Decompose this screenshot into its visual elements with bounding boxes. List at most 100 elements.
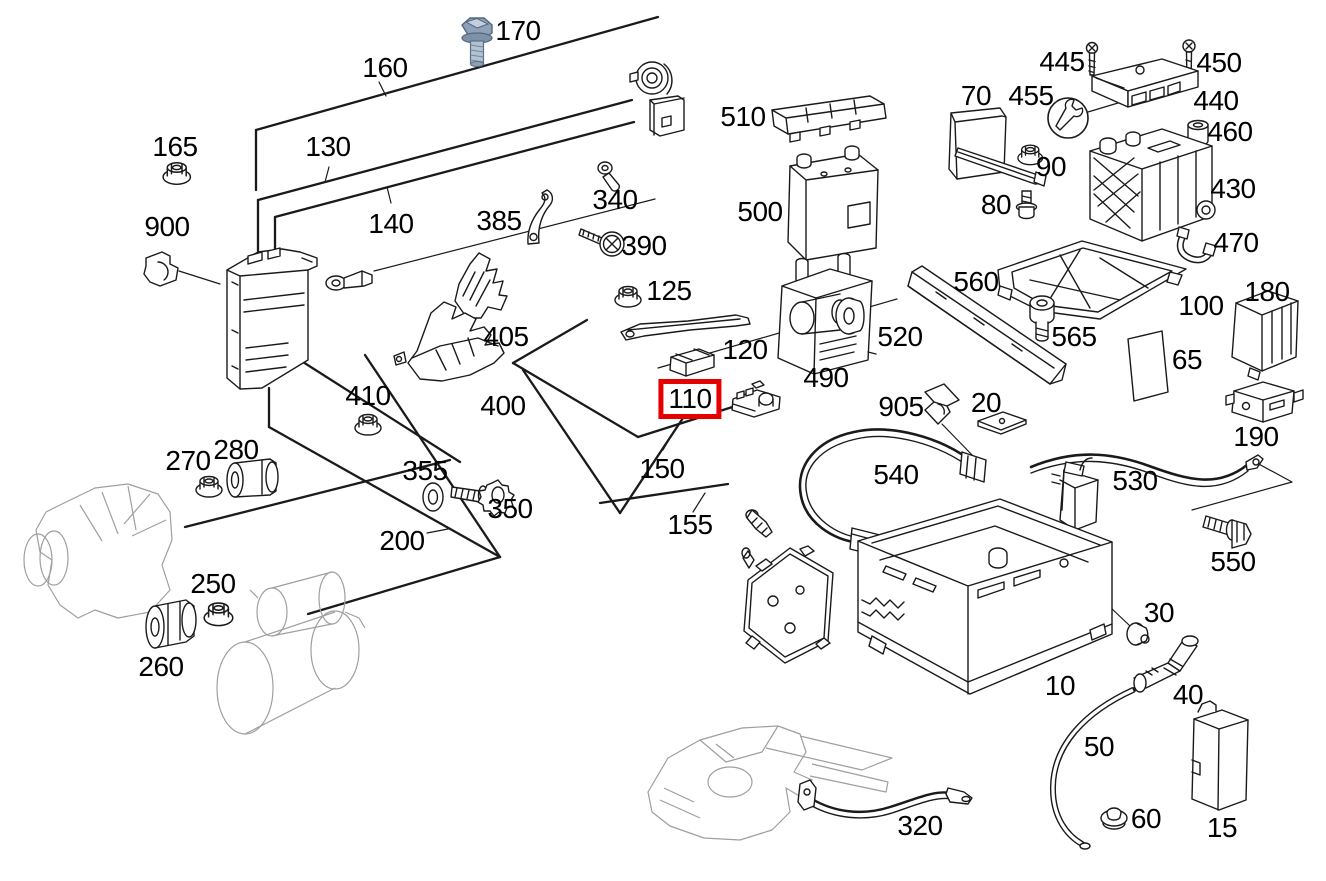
foil-65-icon — [1127, 330, 1169, 402]
diagram-line — [1087, 102, 1119, 113]
part-number-label-280[interactable]: 280 — [213, 434, 259, 465]
diagram-line — [324, 166, 330, 183]
part-number-label-10[interactable]: 10 — [1044, 670, 1076, 701]
part-number-label-340[interactable]: 340 — [592, 184, 638, 215]
part-number-label-20[interactable]: 20 — [970, 387, 1002, 418]
part-number-label-385[interactable]: 385 — [476, 205, 522, 236]
part-number-label-70[interactable]: 70 — [960, 80, 992, 111]
diagram-line — [511, 361, 640, 439]
alternator-outline-icon — [23, 483, 173, 619]
control-unit-440-icon — [1091, 58, 1199, 108]
grommet-520-icon — [835, 297, 865, 335]
part-number-label-250[interactable]: 250 — [190, 568, 236, 599]
screw-390-icon — [578, 228, 625, 257]
part-number-label-350[interactable]: 350 — [487, 493, 533, 524]
part-number-label-140[interactable]: 140 — [368, 208, 414, 239]
part-number-label-165[interactable]: 165 — [152, 131, 198, 162]
part-number-label-455[interactable]: 455 — [1008, 80, 1054, 111]
part-number-label-355[interactable]: 355 — [402, 455, 448, 486]
grommet-60-icon — [1100, 807, 1128, 830]
part-number-label-520[interactable]: 520 — [877, 321, 923, 352]
part-number-label-450[interactable]: 450 — [1196, 47, 1242, 78]
connector-pin-155-icon — [745, 509, 773, 538]
diagram-line — [662, 430, 675, 451]
part-number-label-190[interactable]: 190 — [1233, 421, 1279, 452]
clockspring-icon — [629, 61, 685, 137]
diagram-line — [511, 318, 589, 365]
part-number-label-470[interactable]: 470 — [1213, 227, 1259, 258]
part-number-label-160[interactable]: 160 — [362, 52, 408, 83]
part-number-label-80[interactable]: 80 — [980, 189, 1012, 220]
part-number-label-900[interactable]: 900 — [144, 211, 190, 242]
part-number-label-150[interactable]: 150 — [639, 453, 685, 484]
fuse-element-120-icon — [669, 348, 715, 377]
part-number-label-440[interactable]: 440 — [1193, 85, 1239, 116]
part-number-label-905[interactable]: 905 — [878, 391, 924, 422]
battery-module-430-icon — [1089, 128, 1216, 242]
part-number-label-65[interactable]: 65 — [1171, 344, 1203, 375]
vent-hose-470-icon — [1176, 226, 1217, 264]
part-number-label-445[interactable]: 445 — [1039, 46, 1085, 77]
part-number-label-490[interactable]: 490 — [803, 362, 849, 393]
bracket-plate-icon — [741, 545, 834, 664]
part-number-label-405[interactable]: 405 — [483, 321, 529, 352]
part-number-label-460[interactable]: 460 — [1207, 116, 1253, 147]
busbar-strap-icon — [620, 314, 751, 341]
part-number-label-530[interactable]: 530 — [1112, 465, 1158, 496]
part-number-label-90[interactable]: 90 — [1035, 151, 1067, 182]
part-number-label-100[interactable]: 100 — [1178, 290, 1224, 321]
part-number-label-550[interactable]: 550 — [1210, 546, 1256, 577]
mounting-rail-560-icon — [907, 265, 1067, 385]
part-number-label-410[interactable]: 410 — [345, 380, 391, 411]
diagram-line — [386, 186, 392, 204]
socket-bolt-565-icon — [1029, 295, 1055, 342]
plate-20-icon — [977, 411, 1027, 435]
partition-panel-70-icon — [948, 107, 1047, 187]
bolt-550-icon — [1202, 515, 1252, 549]
part-number-label-170[interactable]: 170 — [495, 15, 541, 46]
part-number-label-120[interactable]: 120 — [722, 334, 768, 365]
part-number-label-510[interactable]: 510 — [720, 101, 766, 132]
diagram-line — [941, 423, 976, 459]
diagram-line — [363, 353, 502, 559]
part-number-label-110[interactable]: 110 — [658, 379, 722, 419]
part-number-label-560[interactable]: 560 — [953, 266, 999, 297]
diagram-line — [521, 368, 622, 515]
part-number-label-155[interactable]: 155 — [667, 509, 713, 540]
part-number-label-540[interactable]: 540 — [873, 459, 919, 490]
vent-hose-50-icon — [1049, 687, 1136, 850]
part-number-label-500[interactable]: 500 — [737, 196, 783, 227]
bushing-280-icon — [226, 458, 279, 498]
aux-battery-500-icon — [787, 145, 879, 261]
cover-15-icon — [1191, 700, 1249, 811]
battery-10-icon — [857, 498, 1113, 695]
part-number-label-270[interactable]: 270 — [165, 445, 211, 476]
part-number-label-200[interactable]: 200 — [379, 525, 425, 556]
part-number-label-390[interactable]: 390 — [621, 230, 667, 261]
rivet-340-icon — [597, 161, 620, 192]
part-number-label-15[interactable]: 15 — [1206, 812, 1238, 843]
part-number-label-400[interactable]: 400 — [480, 390, 526, 421]
part-number-label-180[interactable]: 180 — [1244, 276, 1290, 307]
part-number-label-50[interactable]: 50 — [1083, 731, 1115, 762]
bushing-260-icon — [145, 599, 197, 649]
part-number-label-565[interactable]: 565 — [1051, 321, 1097, 352]
diagram-line — [692, 492, 706, 513]
part-number-label-125[interactable]: 125 — [646, 275, 692, 306]
diagram-line — [256, 98, 634, 202]
part-number-label-130[interactable]: 130 — [305, 131, 351, 162]
part-number-label-430[interactable]: 430 — [1210, 173, 1256, 204]
diagram-line — [1191, 481, 1293, 511]
part-number-label-260[interactable]: 260 — [138, 651, 184, 682]
diagram-line — [267, 425, 502, 559]
holder-housing-490-icon — [777, 252, 877, 375]
part-number-label-30[interactable]: 30 — [1143, 597, 1175, 628]
part-number-label-40[interactable]: 40 — [1172, 679, 1204, 710]
part-number-label-320[interactable]: 320 — [897, 810, 943, 841]
battery-sensor-110-icon — [731, 380, 781, 418]
washer-355-icon — [422, 482, 444, 512]
part-number-label-60[interactable]: 60 — [1130, 803, 1162, 834]
bolt-80-icon — [1015, 190, 1038, 220]
